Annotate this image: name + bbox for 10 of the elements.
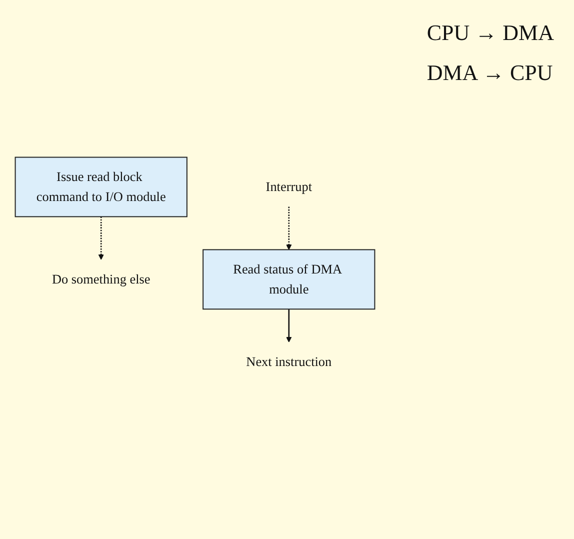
node-text: Interrupt (266, 180, 312, 194)
node-text: Next instruction (246, 354, 332, 370)
arrow (98, 216, 104, 260)
node-box: Issue read block command to I/O module (14, 156, 188, 218)
node-text: Do something else (52, 272, 150, 287)
arrow (286, 309, 292, 342)
note-text: CPU → DMA (426, 20, 554, 46)
note-text: DMA → CPU (426, 60, 554, 86)
arrow (286, 206, 292, 250)
node-box: Read status of DMA module (202, 249, 376, 310)
